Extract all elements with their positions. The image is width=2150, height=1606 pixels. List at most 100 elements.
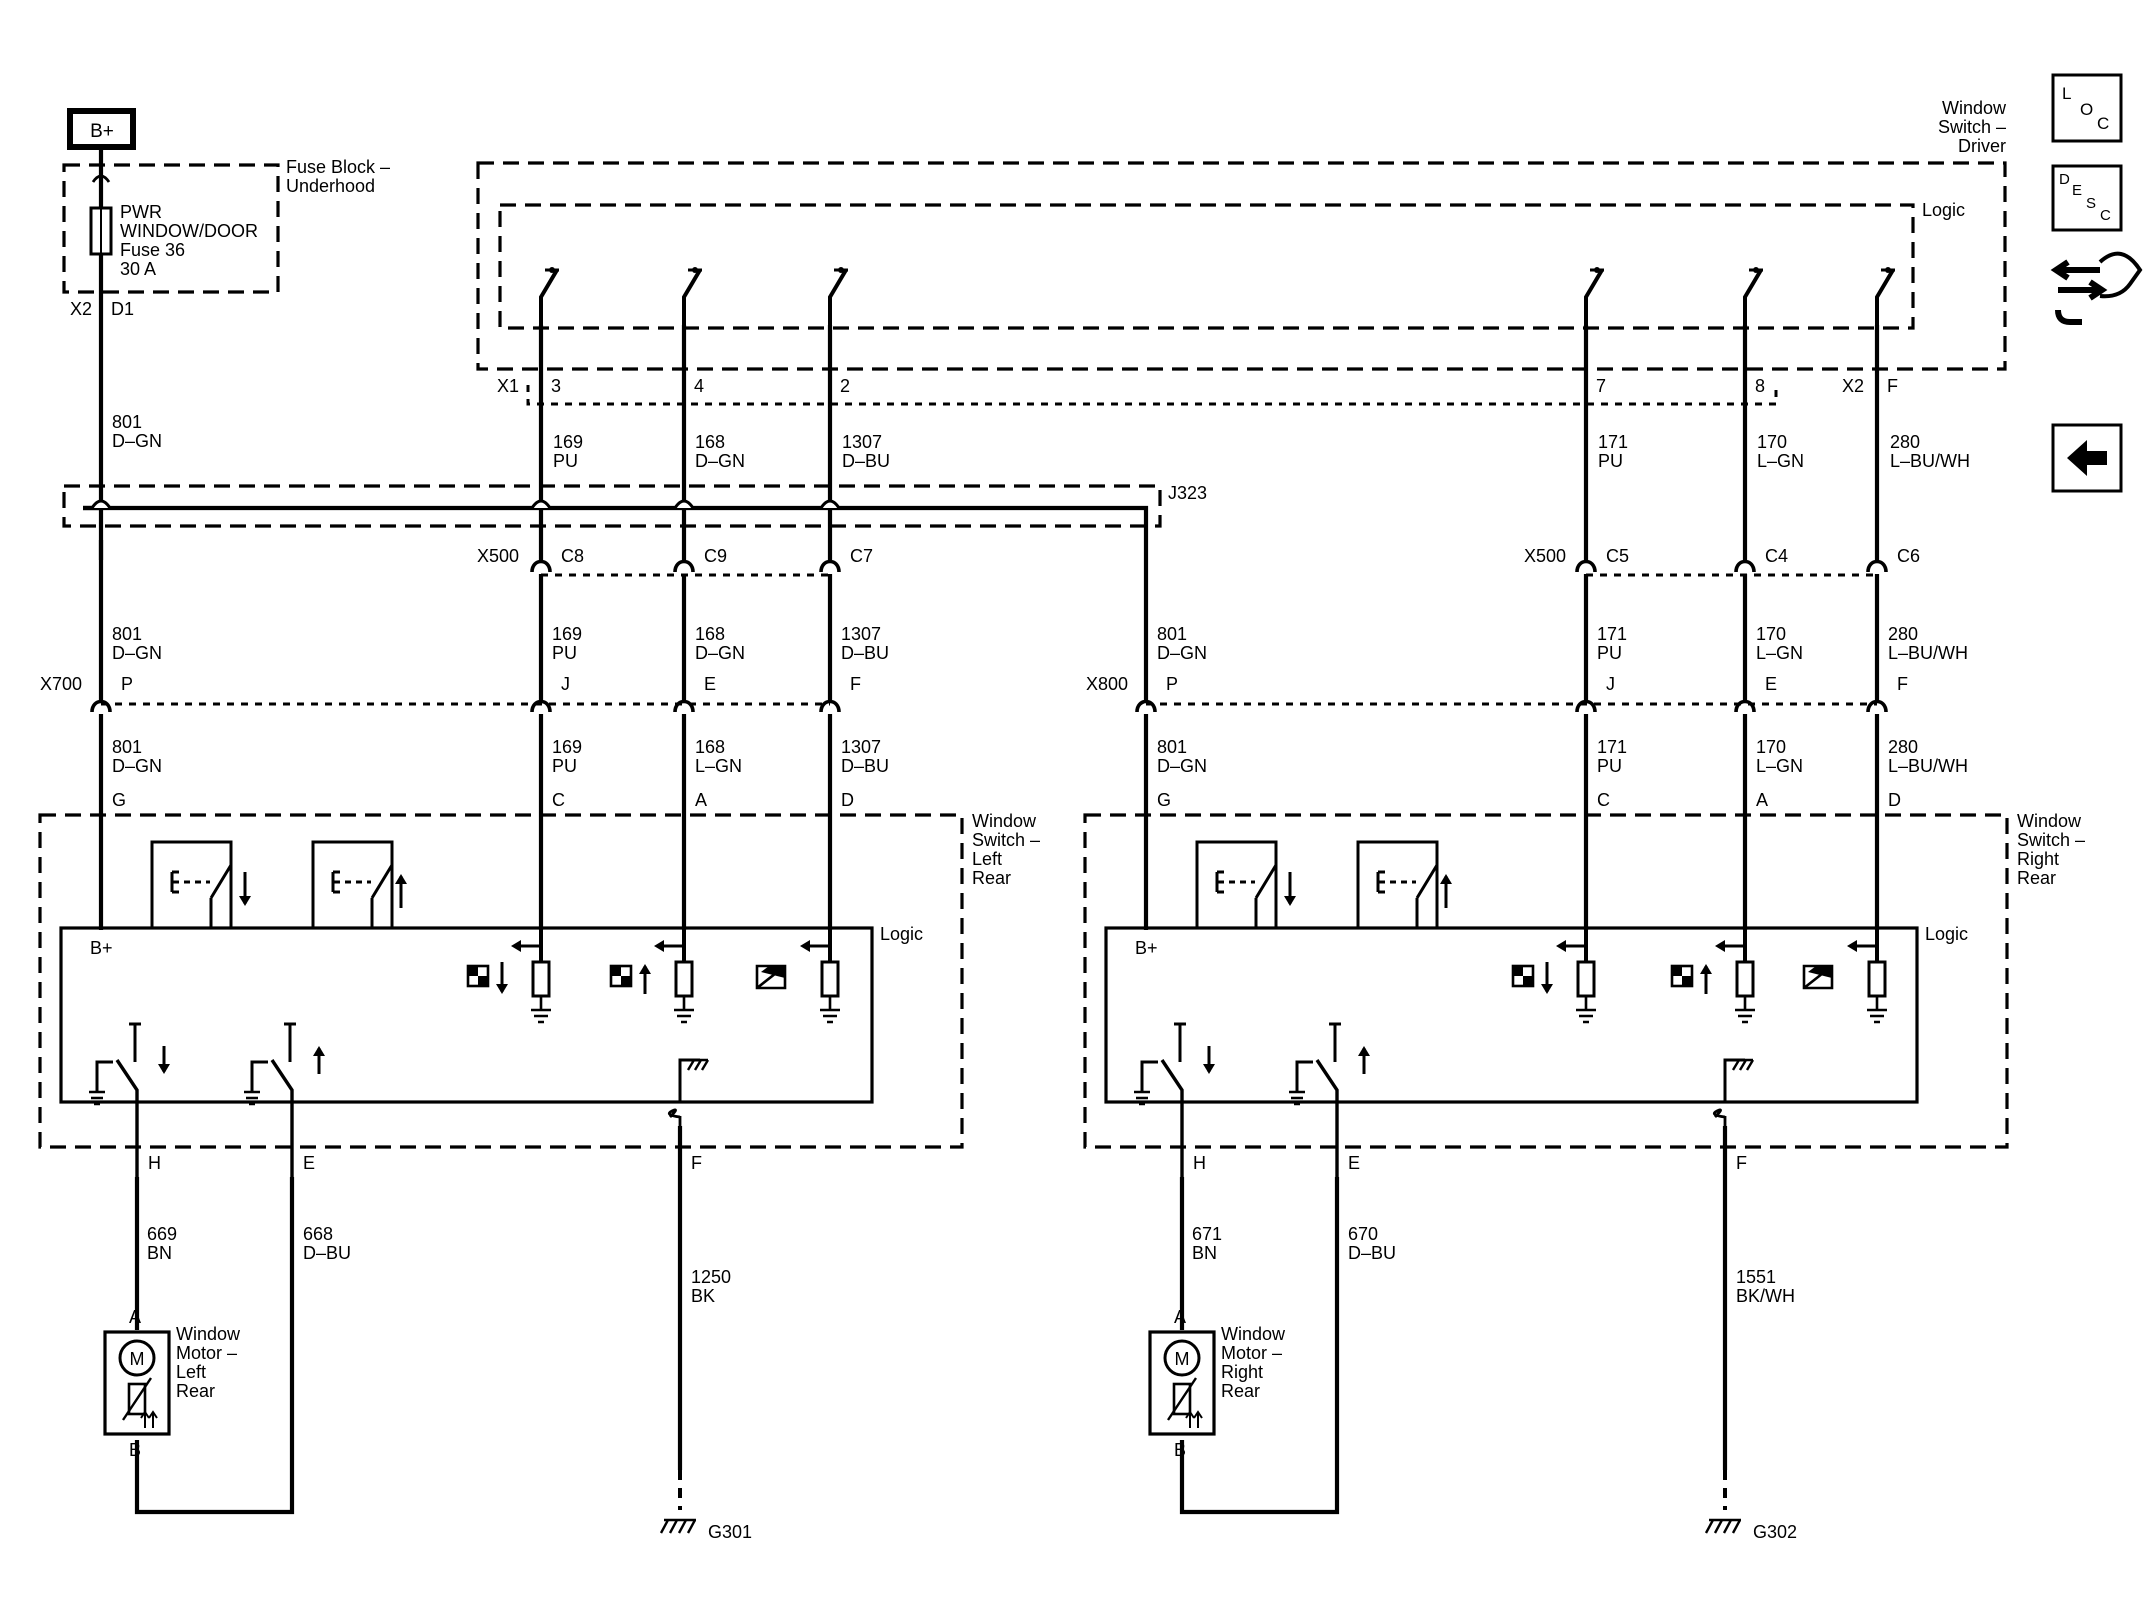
low-left-circuit-2: 168 — [695, 737, 725, 757]
j323-label: J323 — [1168, 483, 1207, 503]
right_switch-title-1: Switch – — [2017, 830, 2085, 850]
fuse-block-title-1: Underhood — [286, 176, 375, 196]
low-left-color-3: D–BU — [841, 756, 889, 776]
right_switch-bplus: B+ — [1135, 938, 1158, 958]
up-relay-contact — [244, 1022, 325, 1177]
left_switch-title-0: Window — [972, 811, 1037, 831]
x800-label: X800 — [1086, 674, 1128, 694]
down-window-icon — [466, 962, 508, 994]
motor-m-label: M — [1175, 1349, 1190, 1369]
top-wire-color-5: L–GN — [1757, 451, 1804, 471]
mid-left-circuit-0: 801 — [112, 624, 142, 644]
back-arrow-icon[interactable] — [2051, 423, 2123, 493]
driver-pin-5: F — [1887, 376, 1898, 396]
x500-label-left: X500 — [477, 546, 519, 566]
x700-pin-0: P — [121, 674, 133, 694]
module-ground — [667, 1058, 710, 1126]
left_switch-motor-pin-a: A — [129, 1307, 141, 1327]
driver-switch-contact — [1875, 267, 1895, 325]
x500-terminal — [819, 559, 841, 574]
logic-box — [59, 926, 874, 1104]
right_switch-motor-title-2: Right — [1221, 1362, 1263, 1382]
loc-icon-c: C — [2097, 114, 2109, 133]
up-window-icon — [609, 964, 651, 994]
mid-right-color-1: PU — [1597, 643, 1622, 663]
driver-switch-contact — [1584, 267, 1604, 325]
left_switch-bplus: B+ — [90, 938, 113, 958]
x700-pin-1: J — [561, 674, 570, 694]
connector-hand-icon[interactable] — [2050, 251, 2143, 325]
motor-wire-e — [1179, 1177, 1340, 1515]
right_switch-ground-label: G302 — [1753, 1522, 1797, 1542]
x500-left-pin-2: C7 — [850, 546, 873, 566]
up-switch-symbol — [1356, 840, 1452, 928]
x500-label-right: X500 — [1524, 546, 1566, 566]
mid-left-circuit-2: 168 — [695, 624, 725, 644]
fuse-text-0: PWR — [120, 202, 162, 222]
x800-pin-1: J — [1606, 674, 1615, 694]
down-switch-symbol — [1195, 840, 1296, 928]
left_switch-ground-label: G301 — [708, 1522, 752, 1542]
fuse-block: PWR WINDOW/DOOR Fuse 36 30 A Fuse Block … — [62, 147, 390, 540]
left_switch-motor-wire-0-circuit: 669 — [147, 1224, 177, 1244]
desc-icon-d: D — [2059, 171, 2070, 188]
driver-pin-4: 8 — [1755, 376, 1765, 396]
x500-terminal — [1734, 559, 1756, 574]
mid-left-circuit-3: 1307 — [841, 624, 881, 644]
left_switch-title-3: Rear — [972, 868, 1011, 888]
right_switch-top-pin-3: D — [1888, 790, 1901, 810]
left_switch-title-2: Left — [972, 849, 1002, 869]
right_switch-logic: Logic — [1925, 924, 1968, 944]
up-relay-contact — [1289, 1022, 1370, 1177]
driver-pin-0: 3 — [551, 376, 561, 396]
left_switch-motor-title-1: Motor – — [176, 1343, 237, 1363]
right_switch-motor-title-0: Window — [1221, 1324, 1286, 1344]
right_switch-motor-wire-0-circuit: 671 — [1192, 1224, 1222, 1244]
driver-switch-title-0: Window — [1942, 98, 2007, 118]
input-sense-circuit — [1802, 930, 1887, 1024]
loc-icon-o: O — [2080, 100, 2093, 119]
left_switch-motor-pin-b: B — [129, 1440, 141, 1460]
driver-switch-contact — [682, 267, 702, 325]
driver-logic-label: Logic — [1922, 200, 1965, 220]
driver-x1-label: X1 — [497, 376, 519, 396]
low-left-circuit-0: 801 — [112, 737, 142, 757]
mid-right-color-0: D–GN — [1157, 643, 1207, 663]
right_switch-motor-wire-1-color: D–BU — [1348, 1243, 1396, 1263]
motor-wire-e — [134, 1177, 295, 1515]
logic-box — [1104, 926, 1919, 1104]
x700-pin-2: E — [704, 674, 716, 694]
right_switch-title-2: Right — [2017, 849, 2059, 869]
left_switch-bottom-pin-e: E — [303, 1153, 315, 1173]
fuse-block-title-0: Fuse Block – — [286, 157, 390, 177]
fuse-pin-x2: X2 — [70, 299, 92, 319]
fuse-pin-d1: D1 — [111, 299, 134, 319]
low-right-circuit-0: 801 — [1157, 737, 1187, 757]
bplus-label: B+ — [90, 121, 114, 142]
mid-right-circuit-1: 171 — [1597, 624, 1627, 644]
left_switch-motor-title-0: Window — [176, 1324, 241, 1344]
left_switch-motor-title-2: Left — [176, 1362, 206, 1382]
x500-left-pin-1: C9 — [704, 546, 727, 566]
low-right-color-1: PU — [1597, 756, 1622, 776]
left_switch-top-pin-0: G — [112, 790, 126, 810]
driver-switch-title-2: Driver — [1958, 136, 2006, 156]
low-right-circuit-3: 280 — [1888, 737, 1918, 757]
x500-left-pin-0: C8 — [561, 546, 584, 566]
top-wire-circuit-5: 170 — [1757, 432, 1787, 452]
x700-pin-3: F — [850, 674, 861, 694]
driver-pin-2: 2 — [840, 376, 850, 396]
right_switch-top-pin-1: C — [1597, 790, 1610, 810]
top-wire-circuit-4: 171 — [1598, 432, 1628, 452]
loc-icon[interactable]: LOC — [2051, 73, 2123, 143]
right_switch-ground-color: BK/WH — [1736, 1286, 1795, 1306]
fuse-text-3: 30 A — [120, 259, 156, 279]
x500-right-pin-0: C5 — [1606, 546, 1629, 566]
driver-switch-title-1: Switch – — [1938, 117, 2006, 137]
mid-right-circuit-0: 801 — [1157, 624, 1187, 644]
top-wire-circuit-1: 169 — [553, 432, 583, 452]
